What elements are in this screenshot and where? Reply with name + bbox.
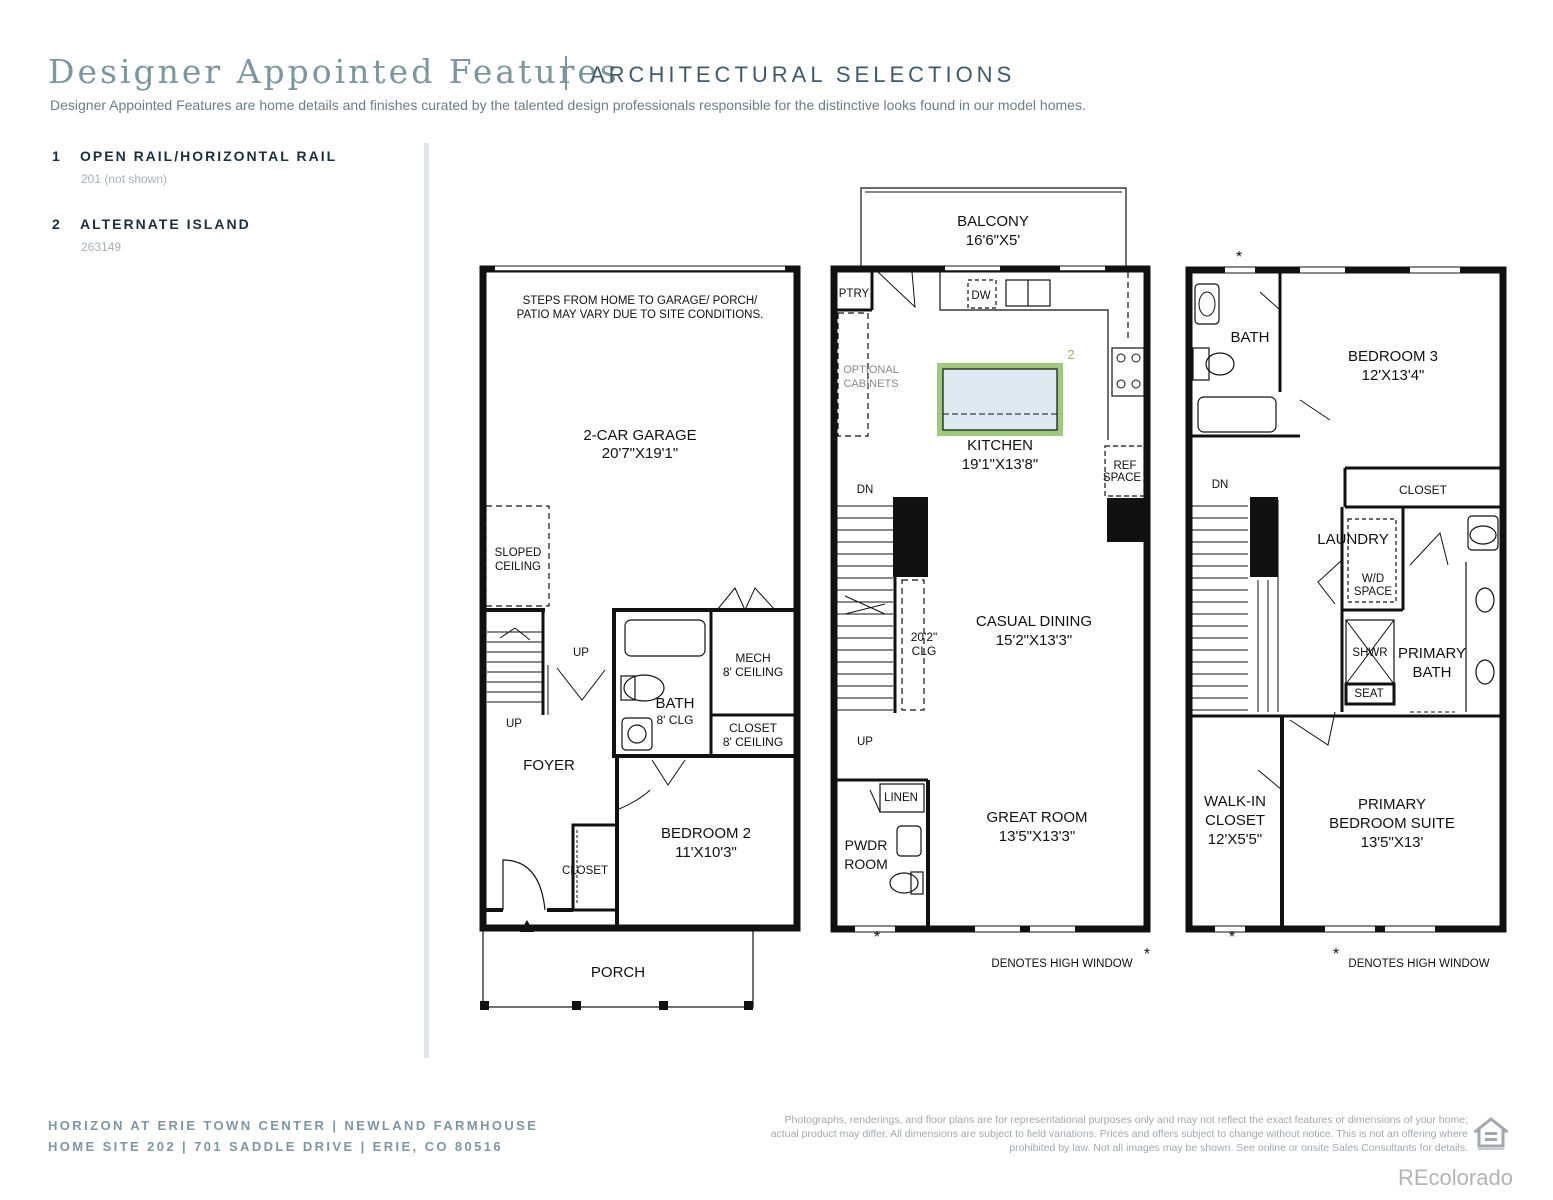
primary-suite-dimension: 13'5"X13' — [1361, 834, 1424, 851]
feature-name: ALTERNATE ISLAND — [80, 216, 251, 232]
wd-space-label-1: W/D — [1362, 573, 1384, 585]
bath-label: BATH — [656, 695, 695, 712]
mech-ceiling: 8' CEILING — [723, 665, 783, 679]
ref-space-label-2: SPACE — [1103, 472, 1141, 484]
dishwasher-label: DW — [971, 290, 990, 302]
second-floor-labels: BALCONY 16'6"X5' PTRY DW OPTIONAL CABINE… — [839, 213, 1150, 970]
balcony-label: BALCONY — [957, 213, 1029, 230]
optional-cabinets-label-2: CABINETS — [843, 378, 898, 390]
closet-label: CLOSET — [729, 721, 778, 735]
high-window-legend-asterisk-3: * — [1333, 946, 1339, 963]
high-window-asterisk: * — [874, 929, 880, 946]
feature-item-2: 2 ALTERNATE ISLAND 263149 — [52, 216, 249, 254]
walk-in-closet-dimension: 12'X5'5" — [1208, 831, 1262, 848]
walk-in-closet-label-1: WALK-IN — [1204, 793, 1266, 810]
legal-disclaimer: Photographs, renderings, and floor plans… — [770, 1114, 1468, 1154]
feature-code: 263149 — [81, 240, 122, 254]
feature-item-1: 1 OPEN RAIL/HORIZONTAL RAIL 201 (not sho… — [52, 148, 335, 186]
stairs-down-label-3: DN — [1212, 479, 1229, 491]
garage-label: 2-CAR GARAGE — [583, 427, 696, 444]
intro-text: Designer Appointed Features are home det… — [50, 97, 1086, 113]
porch-label: PORCH — [591, 964, 645, 981]
optional-cabinets-label-1: OPTIONAL — [843, 364, 899, 376]
bath-3-label: BATH — [1231, 329, 1270, 346]
ref-space-label-1: REF — [1114, 460, 1137, 472]
walk-in-closet-label-2: CLOSET — [1205, 812, 1265, 829]
garage-note-line1: STEPS FROM HOME TO GARAGE/ PORCH/ — [523, 295, 759, 307]
great-room-dimension: 13'5"X13'3" — [999, 828, 1075, 845]
shower-label: SHWR — [1352, 647, 1387, 659]
primary-bath-label-1: PRIMARY — [1398, 645, 1466, 662]
garage-dimension: 20'7"X19'1" — [602, 445, 678, 462]
bedroom-2-dimension: 11'X10'3" — [675, 844, 737, 861]
closet-ceiling: 8' CEILING — [723, 735, 783, 749]
pantry-label: PTRY — [839, 288, 870, 300]
stairs-up-label-1: UP — [506, 718, 522, 730]
powder-room-label-1: PWDR — [845, 837, 888, 853]
casual-dining-dimension: 15'2"X13'3" — [996, 632, 1072, 649]
small-closet-label: CLOSET — [562, 865, 608, 877]
stairs-up-label: UP — [857, 736, 873, 748]
high-window-asterisk-bottom: * — [1229, 929, 1235, 946]
first-floor-plan — [479, 265, 801, 1010]
third-floor-plan — [1185, 266, 1507, 933]
wd-space-label-2: SPACE — [1354, 586, 1392, 598]
vertical-divider — [424, 143, 429, 1058]
bath-ceiling: 8' CLG — [657, 713, 694, 727]
great-room-label: GREAT ROOM — [986, 809, 1087, 826]
feature-name: OPEN RAIL/HORIZONTAL RAIL — [80, 148, 338, 164]
kitchen-dimension: 19'1"X13'8" — [962, 456, 1038, 473]
island-callout-number: 2 — [1067, 347, 1074, 362]
powder-room-label-2: ROOM — [844, 856, 888, 872]
primary-suite-label-2: BEDROOM SUITE — [1329, 815, 1455, 832]
high-window-legend-asterisk: * — [1144, 946, 1150, 963]
page-subtitle: ARCHITECTURAL SELECTIONS — [590, 62, 1016, 87]
stairs-down-label: DN — [857, 484, 874, 496]
bedroom-2-label: BEDROOM 2 — [661, 825, 751, 842]
stair-ceiling-label: CLG — [912, 644, 937, 658]
footer-community: HORIZON AT ERIE TOWN CENTER | NEWLAND FA… — [48, 1118, 539, 1133]
feature-code: 201 (not shown) — [81, 172, 168, 186]
high-window-asterisk-top: * — [1236, 249, 1242, 266]
high-window-legend: DENOTES HIGH WINDOW — [991, 958, 1132, 970]
linen-label: LINEN — [884, 792, 918, 804]
feature-number: 1 — [52, 148, 60, 164]
kitchen-label: KITCHEN — [967, 437, 1033, 454]
first-floor-labels: STEPS FROM HOME TO GARAGE/ PORCH/ PATIO … — [495, 295, 783, 981]
bedroom-3-closet-label: CLOSET — [1399, 483, 1448, 497]
garage-note-line2: PATIO MAY VARY DUE TO SITE CONDITIONS. — [517, 309, 764, 321]
shower-seat-label: SEAT — [1354, 688, 1383, 700]
high-window-legend-3: DENOTES HIGH WINDOW — [1348, 958, 1489, 970]
title-separator — [565, 56, 567, 90]
primary-bath-label-2: BATH — [1413, 664, 1452, 681]
page-title: Designer Appointed Features — [48, 52, 620, 91]
mech-label: MECH — [735, 651, 770, 665]
balcony-dimension: 16'6"X5' — [966, 232, 1021, 249]
stairs-up-label-2: UP — [573, 647, 589, 659]
feature-number: 2 — [52, 216, 60, 232]
stair-ceiling-height: 20'2" — [911, 630, 938, 644]
footer-address: HOME SITE 202 | 701 SADDLE DRIVE | ERIE,… — [48, 1139, 504, 1154]
bedroom-3-label: BEDROOM 3 — [1348, 348, 1438, 365]
casual-dining-label: CASUAL DINING — [976, 613, 1092, 630]
sloped-ceiling-label-2: CEILING — [495, 561, 541, 573]
bedroom-3-dimension: 12'X13'4" — [1362, 367, 1425, 384]
foyer-label: FOYER — [523, 757, 575, 774]
laundry-label: LAUNDRY — [1317, 531, 1388, 548]
third-floor-labels: * BATH BEDROOM 3 12'X13'4" CLOSET DN LAU… — [1204, 249, 1490, 970]
sloped-ceiling-label-1: SLOPED — [495, 547, 542, 559]
primary-suite-label-1: PRIMARY — [1358, 796, 1426, 813]
equal-housing-icon — [1474, 1117, 1508, 1150]
second-floor-plan — [830, 187, 1151, 933]
watermark: REcolorado — [1398, 1165, 1513, 1190]
